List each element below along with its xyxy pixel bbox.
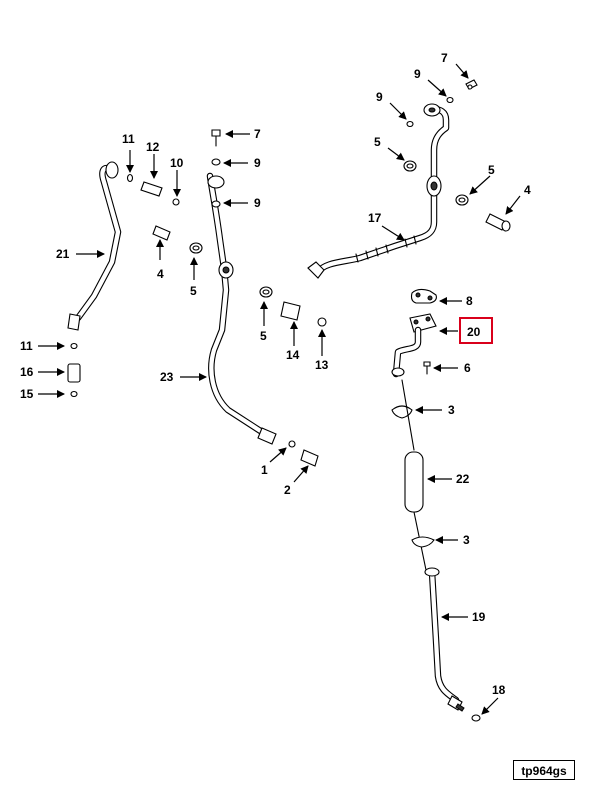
tube-assembly-23: [206, 172, 277, 445]
callout-11: 11: [122, 132, 135, 146]
callout-21: 21: [56, 247, 70, 261]
connector-line-upper: [401, 379, 415, 451]
callout-9: 9: [376, 90, 383, 104]
callout-2: 2: [284, 483, 291, 497]
callout-5: 5: [488, 163, 495, 177]
clamp-3-upper: [391, 405, 413, 419]
callout-4: 4: [157, 267, 164, 281]
callout-20: 20: [467, 325, 481, 339]
callout-3: 3: [463, 533, 470, 547]
sealing-washers-9-top: [406, 96, 454, 128]
outlet-elbow-20: [391, 313, 437, 378]
adapter-14-13: [280, 301, 327, 327]
document-id-label: tp964gs: [513, 760, 575, 780]
callout-labels: 7 9 9 5 5 4 17 8 20 6 3 22 3 19 18 11 12…: [20, 51, 531, 697]
left-fittings-11-12-10: [126, 173, 180, 206]
callout-4: 4: [524, 183, 531, 197]
plug-18: [471, 714, 481, 722]
callout-14: 14: [286, 348, 300, 362]
callout-13: 13: [315, 358, 329, 372]
callout-20-highlight: [459, 317, 493, 344]
callout-22: 22: [456, 472, 470, 486]
callout-1: 1: [261, 463, 268, 477]
washers-9-center: [211, 158, 221, 208]
bolt-6: [423, 361, 431, 375]
washers-5-center: [189, 242, 273, 298]
leader-arrows: [38, 63, 521, 715]
callout-3: 3: [448, 403, 455, 417]
banjo-bolt-7-center: [211, 129, 221, 147]
callout-5: 5: [190, 284, 197, 298]
callout-23: 23: [160, 370, 174, 384]
banjo-bolt-7-top: [465, 79, 478, 90]
sealing-washers-5-right: [403, 160, 469, 206]
hose-assembly-17: [307, 103, 450, 279]
left-stack-11-16-15: [67, 342, 81, 398]
callout-8: 8: [466, 294, 473, 308]
callout-19: 19: [472, 610, 486, 624]
callout-10: 10: [170, 156, 184, 170]
tube-assembly-21: [67, 161, 122, 331]
callout-6: 6: [464, 361, 471, 375]
callout-9: 9: [414, 67, 421, 81]
hose-19: [424, 567, 465, 712]
callout-17: 17: [368, 211, 382, 225]
callout-7: 7: [441, 51, 448, 65]
banjo-bolt-4-right: [485, 213, 511, 232]
gasket-8: [410, 288, 437, 304]
hose-22: [404, 451, 424, 513]
banjo-bolt-4-center: [152, 225, 171, 241]
callout-11: 11: [20, 339, 33, 353]
callout-7: 7: [254, 127, 261, 141]
callout-18: 18: [492, 683, 506, 697]
callout-16: 16: [20, 365, 34, 379]
clamp-3-lower: [411, 536, 435, 548]
callout-5: 5: [374, 135, 381, 149]
callout-12: 12: [146, 140, 160, 154]
callout-15: 15: [20, 387, 34, 401]
fittings-1-2: [288, 440, 319, 467]
callout-9: 9: [254, 196, 261, 210]
callout-9: 9: [254, 156, 261, 170]
callout-5: 5: [260, 329, 267, 343]
